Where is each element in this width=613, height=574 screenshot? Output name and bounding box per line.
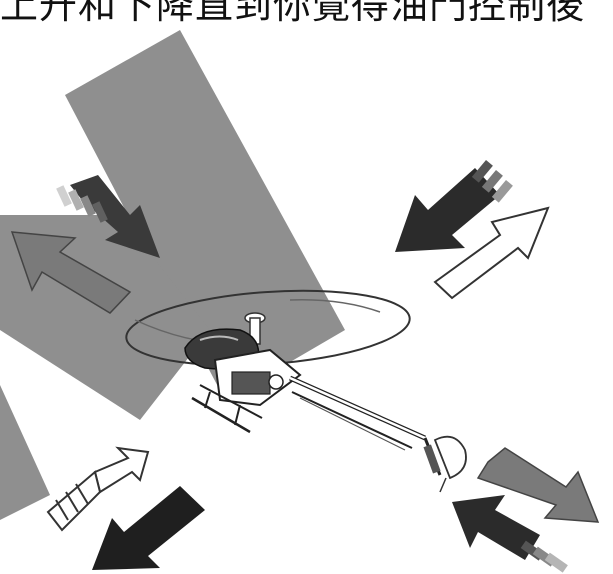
arrow-icon-upper-right-white	[433, 206, 550, 300]
helicopter-icon	[125, 289, 467, 493]
arrow-icon-lower-dark	[92, 486, 205, 570]
arrow-icon-upper-left-gray	[10, 231, 132, 314]
arrow-icon-lower-right-dark	[452, 495, 568, 573]
arrow-icon-lower-left-white	[46, 446, 150, 532]
caption-text: 上升和下降直到你覺得油門控制後	[0, 0, 586, 27]
gray-band-upper	[65, 30, 345, 400]
arrow-icon-upper-right-dark	[395, 160, 513, 252]
gray-band-lower-left	[0, 385, 50, 520]
arrow-icon-lower-right-gray	[476, 447, 600, 523]
arrow-icon-striped-down-right	[56, 175, 160, 258]
